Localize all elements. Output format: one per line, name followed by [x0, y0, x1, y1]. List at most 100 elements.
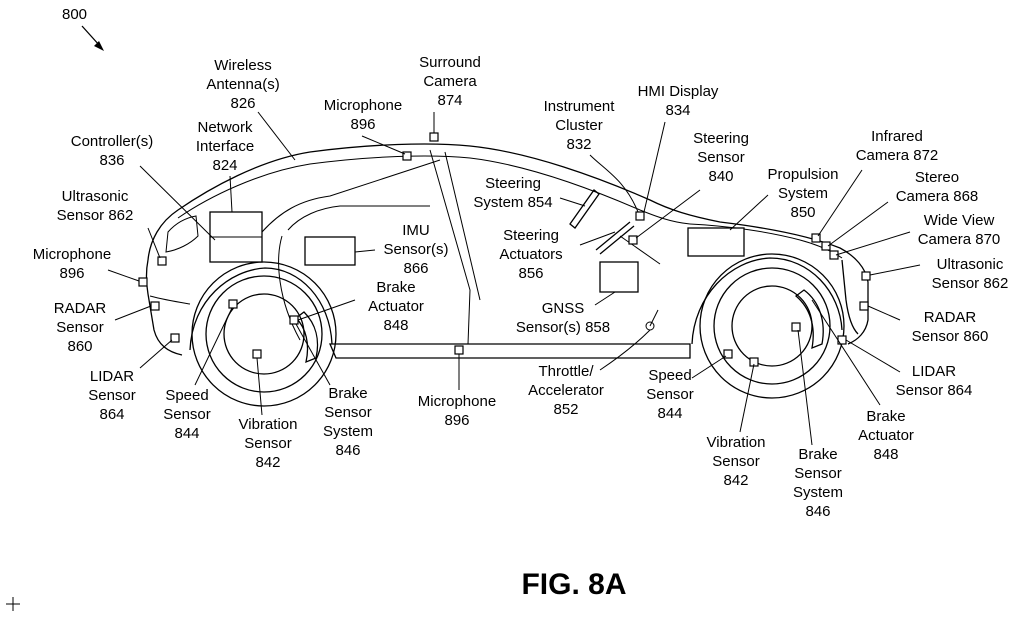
label-radar-rear-num: 860 [67, 338, 92, 355]
label-hmi-display: HMI Display [638, 83, 719, 100]
label-throttle-2: Accelerator [528, 382, 604, 399]
label-speed-front-2: Sensor [646, 386, 694, 403]
label-propulsion-2: System [778, 185, 828, 202]
label-speed-rear-2: Sensor [163, 406, 211, 423]
label-imu-2: Sensor(s) [383, 241, 448, 258]
label-vibration-front-num: 842 [723, 472, 748, 489]
label-speed-rear-num: 844 [174, 425, 199, 442]
label-propulsion-num: 850 [790, 204, 815, 221]
label-brake-actuator-rear-num: 848 [383, 317, 408, 334]
label-brake-actuator-front: Brake [866, 408, 905, 425]
ultrasonic-front-sensor [862, 272, 870, 280]
label-microphone-roof-num: 896 [350, 116, 375, 133]
label-brake-actuator-front-num: 848 [873, 446, 898, 463]
label-radar-rear: RADAR [54, 300, 107, 317]
label-throttle-num: 852 [553, 401, 578, 418]
label-throttle: Throttle/ [538, 363, 594, 380]
label-brake-system-rear-num: 846 [335, 442, 360, 459]
label-lidar-front: LIDAR [912, 363, 956, 380]
label-surround-camera-2: Camera [423, 73, 477, 90]
label-infrared-camera: Infrared [871, 128, 923, 145]
label-microphone-roof: Microphone [324, 97, 402, 114]
label-brake-system-rear-3: System [323, 423, 373, 440]
label-steering-actuators: Steering [503, 227, 559, 244]
propulsion-system-box [688, 228, 744, 256]
microphone-bottom-sensor [455, 346, 463, 354]
label-brake-actuator-rear-2: Actuator [368, 298, 424, 315]
label-ultrasonic-rear: Ultrasonic [62, 188, 129, 205]
vibration-rear-sensor [253, 350, 261, 358]
label-speed-rear: Speed [165, 387, 208, 404]
label-steering-sensor: Steering [693, 130, 749, 147]
label-lidar-front-2: Sensor 864 [896, 382, 973, 399]
radar-front-sensor [860, 302, 868, 310]
label-vibration-rear-2: Sensor [244, 435, 292, 452]
label-lidar-rear-2: Sensor [88, 387, 136, 404]
label-steering-sensor-num: 840 [708, 168, 733, 185]
hmi-display-sensor [636, 212, 644, 220]
label-speed-front-num: 844 [657, 405, 682, 422]
label-vibration-front: Vibration [707, 434, 766, 451]
label-steering-actuators-num: 856 [518, 265, 543, 282]
label-stereo-camera: Stereo [915, 169, 959, 186]
label-brake-actuator-front-2: Actuator [858, 427, 914, 444]
label-stereo-camera-2: Camera 868 [896, 188, 979, 205]
label-instrument-cluster: Instrument [544, 98, 616, 115]
label-steering-actuators-2: Actuators [499, 246, 562, 263]
label-propulsion: Propulsion [768, 166, 839, 183]
figure-ref-number: 800 [62, 6, 87, 23]
label-network-interface-num: 824 [212, 157, 237, 174]
figure-caption: FIG. 8A [521, 568, 626, 601]
label-ultrasonic-front: Ultrasonic [937, 256, 1004, 273]
label-vibration-rear-num: 842 [255, 454, 280, 471]
label-surround-camera-num: 874 [437, 92, 462, 109]
speed-rear-sensor [229, 300, 237, 308]
label-imu: IMU [402, 222, 430, 239]
label-wireless-antenna-2: Antenna(s) [206, 76, 279, 93]
label-brake-system-front-2: Sensor [794, 465, 842, 482]
label-radar-rear-2: Sensor [56, 319, 104, 336]
label-instrument-cluster-2: Cluster [555, 117, 603, 134]
front-wheel [700, 254, 844, 398]
label-brake-system-rear: Brake [328, 385, 367, 402]
label-steering-sensor-2: Sensor [697, 149, 745, 166]
label-network-interface-2: Interface [196, 138, 254, 155]
label-microphone-bottom: Microphone [418, 393, 496, 410]
label-ultrasonic-rear-2: Sensor 862 [57, 207, 134, 224]
label-brake-system-rear-2: Sensor [324, 404, 372, 421]
radar-rear-sensor [151, 302, 159, 310]
label-surround-camera: Surround [419, 54, 481, 71]
label-vibration-front-2: Sensor [712, 453, 760, 470]
label-wireless-antenna-num: 826 [230, 95, 255, 112]
lidar-rear-sensor [171, 334, 179, 342]
label-brake-system-front: Brake [798, 446, 837, 463]
label-brake-system-front-num: 846 [805, 503, 830, 520]
microphone-rear-sensor [139, 278, 147, 286]
label-radar-front: RADAR [924, 309, 977, 326]
label-brake-actuator-rear: Brake [376, 279, 415, 296]
brake-actuator-front [792, 323, 800, 331]
label-brake-system-front-3: System [793, 484, 843, 501]
brake-actuator-rear [290, 316, 298, 324]
label-wireless-antenna: Wireless [214, 57, 272, 74]
label-microphone-rear: Microphone [33, 246, 111, 263]
label-gnss: GNSS [542, 300, 585, 317]
surround-camera-sensor [430, 133, 438, 141]
label-gnss-2: Sensor(s) 858 [516, 319, 610, 336]
steering-sensor-unit [629, 236, 637, 244]
label-wide-view-camera-2: Camera 870 [918, 231, 1001, 248]
crosshair-icon [6, 597, 20, 611]
rear-wheel [192, 262, 336, 406]
label-steering-system-2: System 854 [473, 194, 552, 211]
label-microphone-bottom-num: 896 [444, 412, 469, 429]
label-hmi-display-num: 834 [665, 102, 690, 119]
label-vibration-rear: Vibration [239, 416, 298, 433]
ultrasonic-rear-sensor [158, 257, 166, 265]
label-imu-num: 866 [403, 260, 428, 277]
gnss-sensor-box [600, 262, 638, 292]
label-controllers: Controller(s) [71, 133, 154, 150]
label-microphone-rear-num: 896 [59, 265, 84, 282]
label-ultrasonic-front-2: Sensor 862 [932, 275, 1009, 292]
label-speed-front: Speed [648, 367, 691, 384]
